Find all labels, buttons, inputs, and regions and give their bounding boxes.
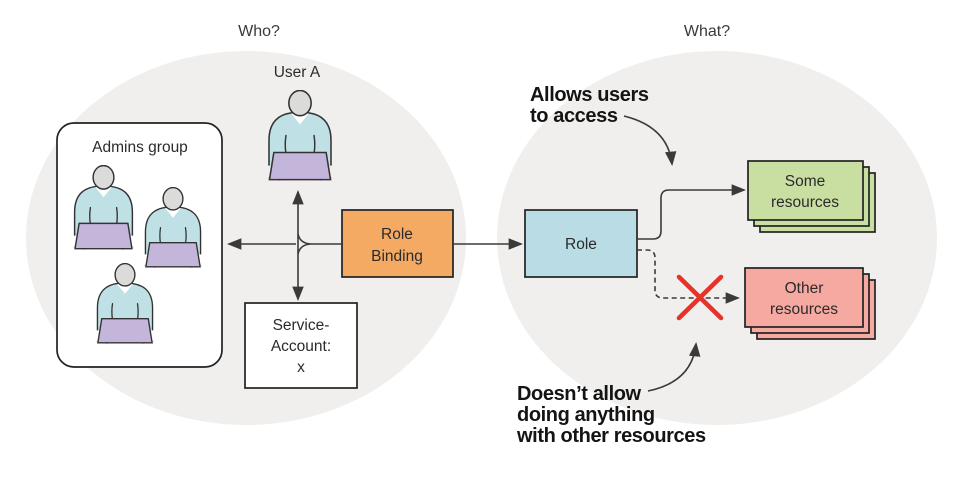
deny-note-line2: doing anything: [517, 404, 655, 426]
dashed-arrow-role-to-other-resources: [637, 249, 741, 304]
service-account-line1: Service-: [273, 317, 330, 334]
red-cross-icon: [676, 274, 724, 321]
what-heading: What?: [684, 23, 730, 40]
other-resources-line2: resources: [770, 301, 838, 318]
some-resources-line2: resources: [771, 194, 839, 211]
stack-card-front: [747, 160, 864, 221]
arrow-role-to-some-resources: [637, 184, 747, 240]
other-resources-stack: Other resources: [744, 267, 876, 340]
who-heading: Who?: [238, 23, 280, 40]
deny-note-pointer-arrow: [647, 341, 701, 392]
some-resources-line1: Some: [785, 173, 826, 190]
deny-note-line1: Doesn’t allow: [517, 383, 642, 405]
allow-note-line2: to access: [530, 105, 618, 127]
allow-note-line1: Allows users: [530, 84, 649, 106]
user-a-label: User A: [274, 64, 321, 81]
role-label: Role: [565, 236, 597, 253]
stack-card-front: [744, 267, 864, 328]
role-binding-box: [341, 209, 454, 278]
role-box: [524, 209, 638, 278]
role-binding-line1: Role: [381, 226, 413, 243]
some-resources-stack: Some resources: [747, 160, 876, 233]
deny-note-line3: with other resources: [516, 425, 706, 447]
service-account-line2: Account:: [271, 338, 331, 355]
other-resources-line1: Other: [785, 280, 824, 297]
admins-group-title: Admins group: [92, 139, 188, 156]
allow-note-pointer-arrow: [623, 115, 677, 167]
service-account-line3: x: [297, 359, 305, 376]
service-account-box: [244, 302, 358, 389]
role-binding-line2: Binding: [371, 248, 423, 265]
